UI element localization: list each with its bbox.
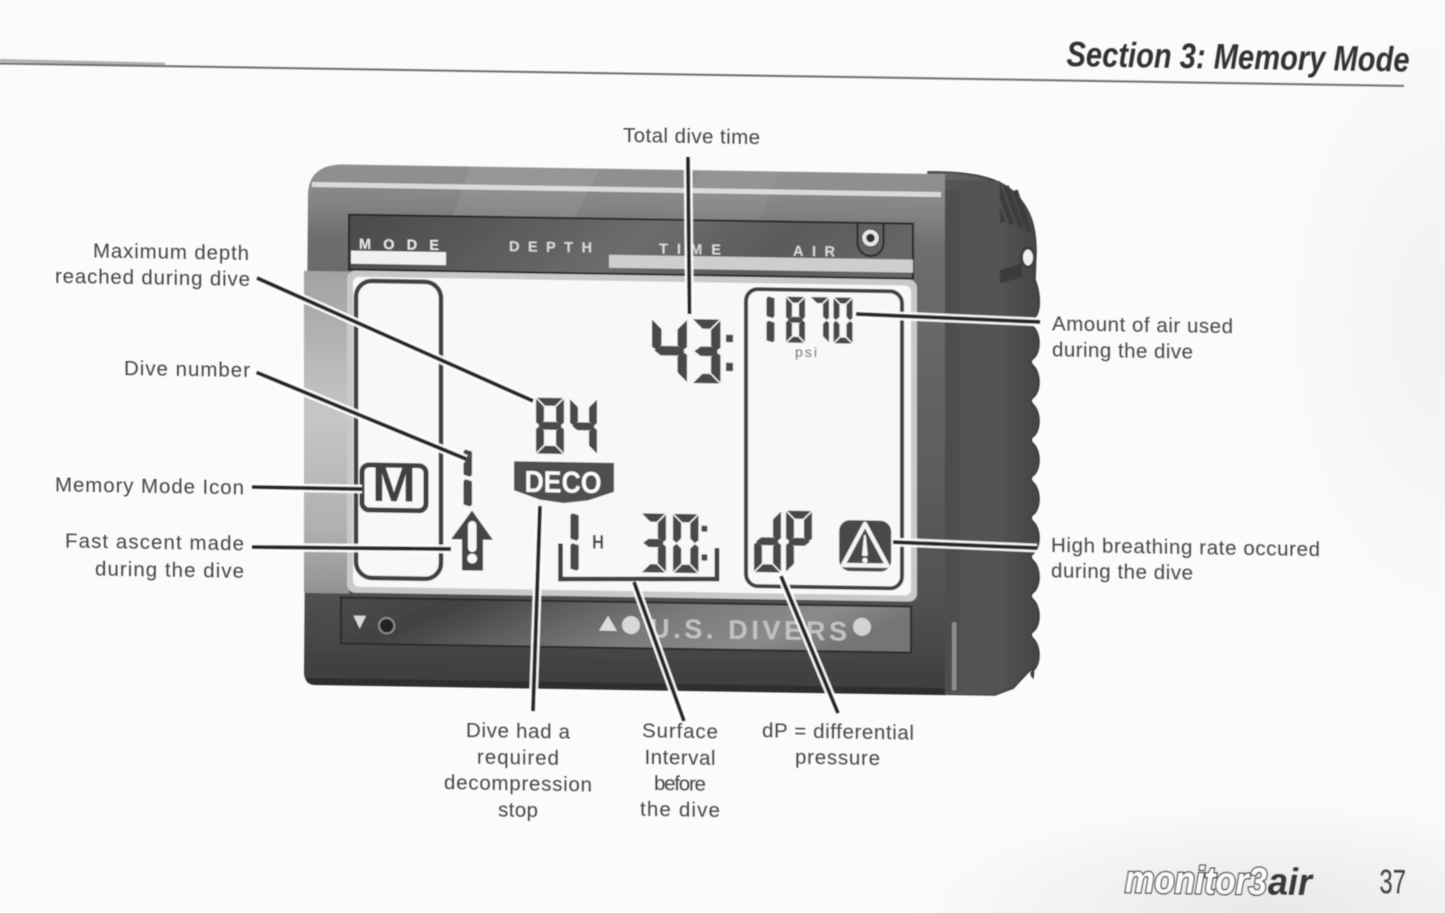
svg-text:M: M	[372, 458, 416, 513]
svg-text:37: 37	[1379, 863, 1406, 901]
svg-text:H: H	[592, 532, 604, 553]
svg-text:during the dive: during the dive	[95, 558, 244, 583]
svg-text:before: before	[654, 772, 706, 796]
svg-text:pressure: pressure	[795, 746, 880, 770]
svg-text:decompression: decompression	[444, 771, 592, 796]
svg-text:Total dive time: Total dive time	[623, 124, 760, 149]
svg-text:dP = differential: dP = differential	[762, 719, 914, 744]
svg-text:DEPTH: DEPTH	[509, 239, 592, 256]
svg-text:Surface: Surface	[642, 719, 718, 743]
svg-text:the dive: the dive	[640, 798, 720, 822]
svg-text:during the dive: during the dive	[1051, 559, 1193, 584]
svg-text:required: required	[477, 746, 559, 770]
svg-text:Fast ascent made: Fast ascent made	[65, 530, 244, 556]
svg-text:DECO: DECO	[525, 464, 602, 500]
svg-text:Dive number: Dive number	[124, 357, 250, 382]
svg-text:Amount of air used: Amount of air used	[1052, 313, 1233, 339]
svg-text:during the dive: during the dive	[1052, 338, 1193, 363]
svg-text:Dive had a: Dive had a	[466, 719, 571, 744]
svg-text:Memory Mode Icon: Memory Mode Icon	[55, 473, 244, 499]
svg-text:air: air	[1268, 861, 1314, 904]
svg-text:stop: stop	[498, 798, 538, 822]
svg-text:Section 3: Memory Mode: Section 3: Memory Mode	[1067, 35, 1410, 80]
svg-text:Maximum depth: Maximum depth	[93, 239, 249, 265]
svg-text:psi: psi	[795, 344, 817, 360]
svg-text:High breathing rate occured: High breathing rate occured	[1051, 534, 1320, 561]
svg-text:reached during dive: reached during dive	[55, 265, 250, 291]
svg-text:monitor3: monitor3	[1125, 859, 1267, 903]
svg-text:Interval: Interval	[645, 746, 716, 770]
